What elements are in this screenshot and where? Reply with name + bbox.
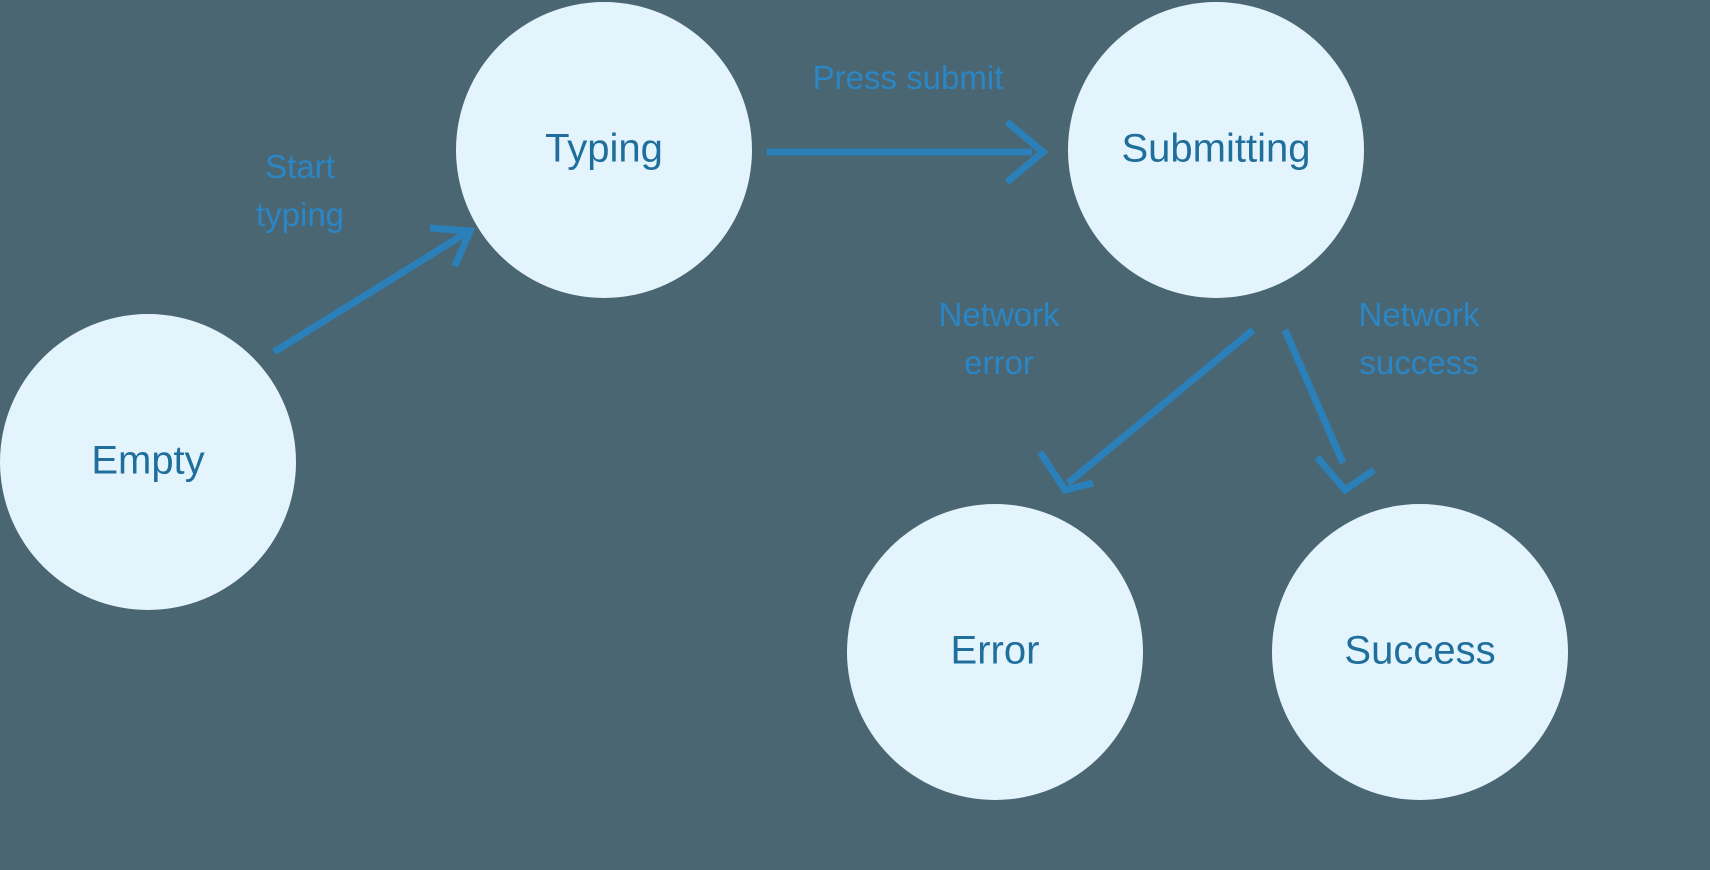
node-shape-error[interactable] xyxy=(847,504,1143,800)
node-error[interactable]: Error xyxy=(847,504,1143,800)
edge-label-line: Start xyxy=(265,148,335,185)
edge-label-line: Network xyxy=(938,296,1060,333)
edge-label-line: success xyxy=(1359,344,1478,381)
arrowhead-icon-empty-to-typing xyxy=(429,224,476,268)
edge-label-line: Press submit xyxy=(813,59,1004,96)
node-label-submitting: Submitting xyxy=(1122,127,1311,171)
edge-label-empty-to-typing: Start typing xyxy=(256,148,344,233)
node-label-success: Success xyxy=(1344,629,1495,673)
edge-line-submitting-to-success xyxy=(1281,328,1347,465)
edge-label-line: Network xyxy=(1358,296,1480,333)
edge-line-empty-to-typing xyxy=(272,230,468,355)
node-shape-success[interactable] xyxy=(1272,504,1568,800)
edge-label-submitting-to-success: Network success xyxy=(1358,296,1480,381)
node-label-empty: Empty xyxy=(91,439,204,483)
edge-typing-to-submitting xyxy=(767,119,1049,185)
node-empty[interactable]: Empty xyxy=(0,314,296,610)
arrowhead-icon-submitting-to-success xyxy=(1314,454,1376,495)
node-submitting[interactable]: Submitting xyxy=(1068,2,1364,298)
node-label-typing: Typing xyxy=(545,127,663,171)
edge-label-line: error xyxy=(964,344,1034,381)
edge-empty-to-typing xyxy=(272,224,476,355)
node-label-error: Error xyxy=(951,629,1040,673)
arrowhead-icon-typing-to-submitting xyxy=(1004,119,1049,185)
edge-submitting-to-error xyxy=(1037,327,1256,494)
node-shape-typing[interactable] xyxy=(456,2,752,298)
edges-layer xyxy=(272,119,1376,495)
edge-label-submitting-to-error: Network error xyxy=(938,296,1060,381)
edge-line-submitting-to-error xyxy=(1065,327,1256,486)
node-shape-empty[interactable] xyxy=(0,314,296,610)
edge-label-typing-to-submitting: Press submit xyxy=(813,59,1004,96)
edge-label-line: typing xyxy=(256,196,344,233)
node-shape-submitting[interactable] xyxy=(1068,2,1364,298)
edge-submitting-to-success xyxy=(1281,328,1376,495)
node-typing[interactable]: Typing xyxy=(456,2,752,298)
arrowhead-icon-submitting-to-error xyxy=(1037,450,1094,494)
node-success[interactable]: Success xyxy=(1272,504,1568,800)
